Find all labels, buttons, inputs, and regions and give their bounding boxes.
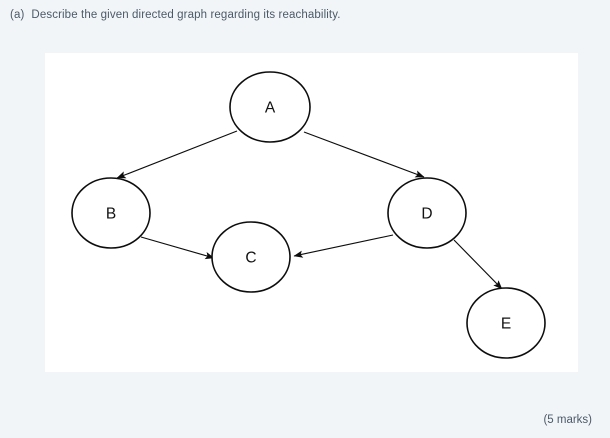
edge-d-to-e: [453, 239, 503, 290]
graph-panel: A B C D E: [45, 53, 578, 372]
marks-note: (5 marks): [543, 414, 592, 426]
graph-node-e[interactable]: E: [466, 287, 546, 359]
node-e-label: E: [501, 316, 511, 333]
graph-node-c[interactable]: C: [211, 221, 291, 293]
edge-a-to-b: [116, 130, 238, 179]
edge-d-to-c: [293, 234, 394, 258]
node-b-label: B: [106, 206, 116, 223]
question-label: (a): [10, 9, 25, 21]
edge-b-to-c: [140, 236, 215, 260]
node-a-shape[interactable]: [229, 71, 311, 143]
directed-graph-diagram: A B C D E: [71, 71, 546, 359]
node-b-shape[interactable]: [71, 177, 151, 249]
graph-node-d[interactable]: D: [387, 177, 467, 249]
node-c-label: C: [245, 250, 256, 267]
node-e-shape[interactable]: [466, 287, 546, 359]
graph-node-a[interactable]: A: [229, 71, 311, 143]
edge-a-to-d: [303, 131, 425, 178]
node-a-label: A: [265, 100, 276, 117]
node-d-shape[interactable]: [387, 177, 467, 249]
node-c-shape[interactable]: [211, 221, 291, 293]
graph-node-b[interactable]: B: [71, 177, 151, 249]
graph-edges: [116, 130, 503, 290]
question-prompt: (a) Describe the given directed graph reg…: [10, 7, 600, 23]
question-text: Describe the given directed graph regard…: [31, 9, 341, 21]
node-d-label: D: [421, 206, 432, 223]
